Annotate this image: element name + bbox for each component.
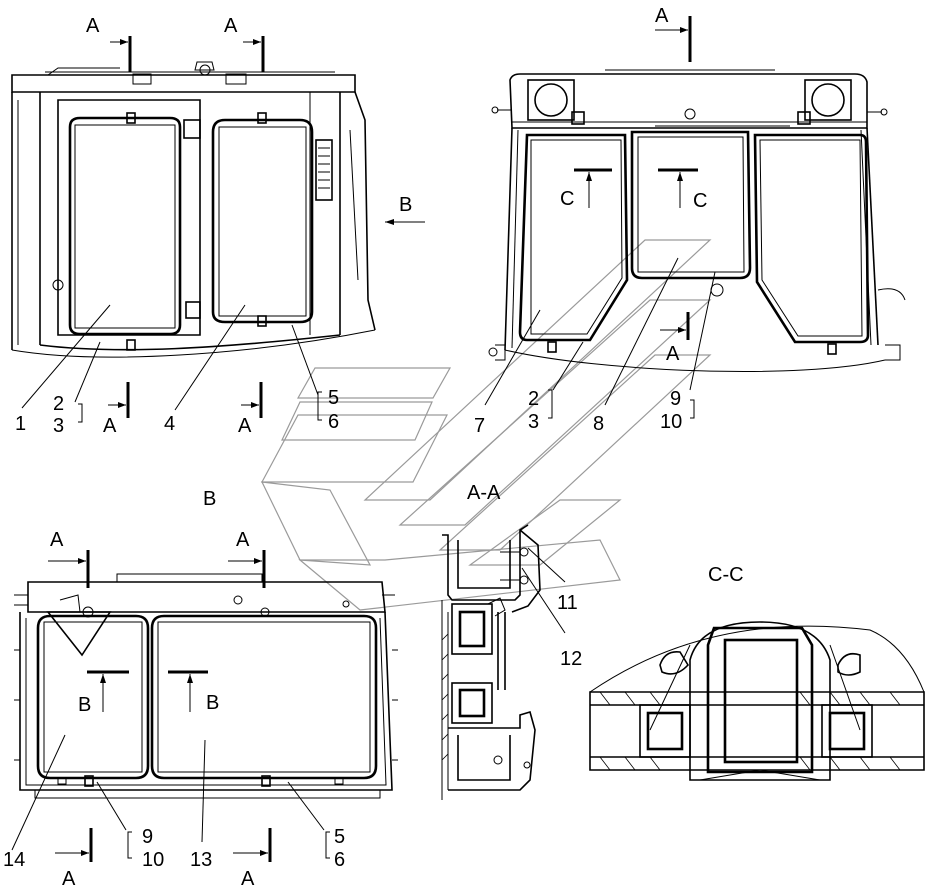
view-title-c-c: C-C (708, 564, 744, 586)
label-section-a: A (241, 868, 255, 890)
label-part-9: 9 (142, 826, 153, 848)
section-c-c (589, 621, 925, 781)
label-section-a: A (238, 415, 252, 437)
label-part-10: 10 (142, 849, 164, 871)
label-part-6: 6 (334, 849, 345, 871)
label-part-11: 11 (557, 592, 578, 614)
label-part-8: 8 (593, 413, 604, 435)
label-section-a: A (224, 15, 238, 37)
label-part-4: 4 (164, 413, 175, 435)
label-part-3: 3 (528, 411, 539, 433)
view-b-top (11, 550, 398, 862)
label-section-a: A (655, 5, 669, 27)
label-section-a: A (666, 343, 680, 365)
label-part-5: 5 (328, 387, 339, 409)
manufacturer-logo-watermark (260, 239, 712, 611)
label-section-b: B (78, 694, 91, 716)
view-side-left (11, 36, 425, 423)
view-rear (484, 16, 906, 419)
label-part-12: 12 (560, 648, 582, 670)
label-part-9: 9 (670, 388, 681, 410)
label-part-7: 7 (474, 415, 485, 437)
label-part-13: 13 (190, 849, 212, 871)
label-part-5: 5 (334, 826, 345, 848)
label-section-a: A (50, 529, 64, 551)
label-part-2: 2 (53, 393, 64, 415)
section-a-a (441, 524, 566, 800)
label-section-a: A (86, 15, 100, 37)
label-section-a: A (236, 529, 250, 551)
label-section-a: A (103, 415, 117, 437)
label-part-1: 1 (15, 413, 26, 435)
label-section-a: A (62, 868, 76, 890)
label-section-b: B (206, 692, 219, 714)
label-part-10: 10 (660, 411, 682, 433)
view-title-b: B (203, 488, 216, 510)
label-section-c: C (693, 190, 707, 212)
label-part-14: 14 (3, 849, 25, 871)
label-part-2: 2 (528, 388, 539, 410)
label-section-b-arrow: B (399, 194, 412, 216)
label-part-6: 6 (328, 411, 339, 433)
label-part-3: 3 (53, 415, 64, 437)
view-title-a-a: A-A (467, 482, 501, 504)
label-section-c: C (560, 188, 574, 210)
